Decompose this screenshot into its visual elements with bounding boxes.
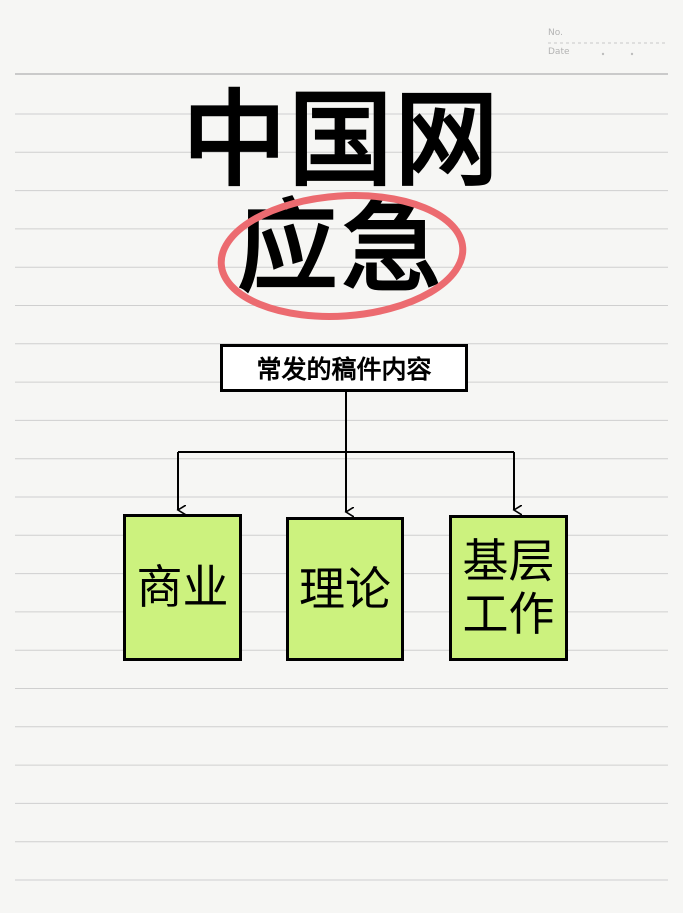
date-separator-dot xyxy=(601,52,605,56)
date-label: Date xyxy=(548,47,570,57)
child-node-grassroots-work: 基层工作 xyxy=(449,515,568,661)
title-line-1: 中国网 xyxy=(182,79,501,201)
child-node-label: 商业 xyxy=(136,560,229,615)
child-node-label: 基层工作 xyxy=(462,534,555,641)
highlight-circle xyxy=(217,192,467,320)
root-node: 常发的稿件内容 xyxy=(220,344,468,392)
child-node-label: 理论 xyxy=(299,561,391,616)
no-label: No. xyxy=(548,28,563,38)
child-node-business: 商业 xyxy=(123,514,242,661)
child-node-theory: 理论 xyxy=(286,517,404,661)
date-separator-dot xyxy=(630,52,634,56)
